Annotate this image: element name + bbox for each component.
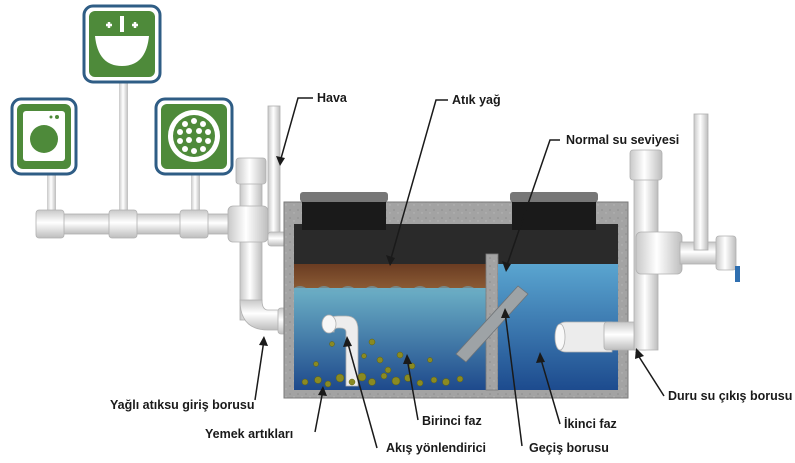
outlet-water-drip — [735, 266, 740, 282]
outlet-vent-pipe — [693, 113, 709, 251]
outlet-tee — [635, 231, 683, 275]
label-clean-outlet-pipe: Duru su çıkış borusu — [668, 389, 792, 403]
label-air: Hava — [317, 91, 348, 105]
washer-pole — [47, 172, 56, 217]
first-phase-chamber — [294, 284, 486, 390]
label-second-phase: İkinci faz — [564, 416, 617, 431]
label-oily-inlet-pipe: Yağlı atıksu giriş borusu — [110, 398, 254, 412]
leader-flow-diverter — [346, 339, 378, 449]
drain-pole — [191, 172, 200, 217]
tee-fitting — [227, 205, 269, 243]
pipe-fitting — [179, 209, 209, 239]
label-normal-water-level: Normal su seviyesi — [566, 133, 679, 147]
label-waste-oil: Atık yağ — [452, 93, 501, 107]
waste-oil-layer — [294, 264, 486, 288]
pipe-fitting — [35, 209, 65, 239]
leader-food-waste — [314, 389, 324, 433]
label-food-waste: Yemek artıkları — [205, 427, 293, 441]
pipe-fitting — [108, 209, 138, 239]
transfer-pipe — [455, 285, 529, 363]
leader-arrowheads — [259, 156, 644, 396]
leader-water-level — [505, 139, 560, 269]
leader-transfer-pipe — [504, 311, 523, 447]
leader-waste-oil — [389, 99, 448, 263]
leader-inlet-pipe — [254, 339, 265, 401]
sink-icon — [82, 4, 162, 84]
washing-machine-icon — [10, 97, 78, 176]
outlet-riser-cap — [629, 149, 663, 181]
leader-air — [279, 97, 313, 163]
leader-second-phase — [539, 355, 561, 425]
label-transfer-pipe: Geçiş borusu — [529, 441, 609, 455]
sink-pole — [119, 80, 128, 217]
floor-drain-icon — [154, 97, 234, 176]
outlet-elbow — [554, 321, 613, 353]
label-first-phase: Birinci faz — [422, 414, 482, 428]
leader-outlet-pipe — [635, 351, 665, 397]
outlet-end-cap — [715, 235, 737, 271]
supply-pipe — [37, 213, 244, 235]
grease-trap-tank — [283, 192, 629, 399]
flow-diverter — [321, 314, 359, 387]
riser-cap — [235, 157, 267, 185]
air-vent-pipe — [267, 105, 281, 239]
leader-lines — [254, 97, 665, 449]
leader-first-phase — [406, 357, 419, 421]
food-particles — [301, 338, 464, 388]
label-flow-diverter: Akış yönlendirici — [386, 441, 486, 455]
